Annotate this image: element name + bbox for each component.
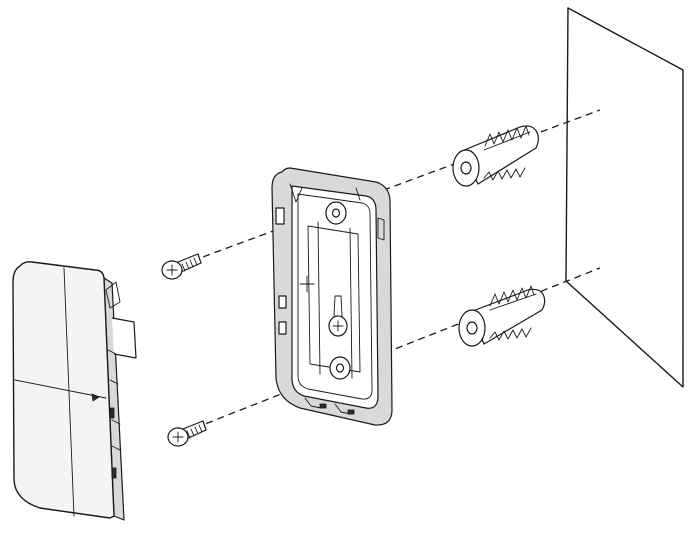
alignment-line-upper [191,109,601,262]
front-cover [12,261,137,521]
screw-upper [161,253,202,280]
wall [565,7,684,388]
wall-plug-lower [458,285,546,347]
screw-lower [167,420,207,447]
mounting-base [271,167,393,426]
alignment-lines [191,109,601,429]
wall-plug-upper [452,125,539,187]
